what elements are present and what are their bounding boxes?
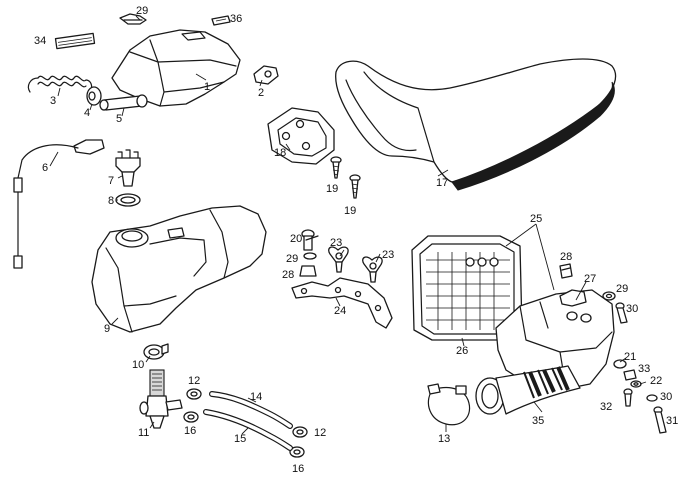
callout-28-a: 28 <box>282 269 294 281</box>
callout-5: 5 <box>116 113 122 125</box>
callout-29-a: 29 <box>286 253 298 265</box>
callout-24: 24 <box>334 305 346 317</box>
callout-33: 35 <box>532 415 544 427</box>
part-11-fuel-tap <box>139 369 183 429</box>
callout-35: 29 <box>136 5 148 17</box>
part-36-decal <box>211 15 231 26</box>
callout-16-b: 16 <box>292 463 304 475</box>
callout-30-b: 31 <box>666 415 678 427</box>
callout-19-a: 19 <box>326 183 338 195</box>
part-9-fuel-tank <box>91 205 267 333</box>
callout-16-a: 16 <box>184 425 196 437</box>
callout-30-a: 30 <box>626 303 638 315</box>
part-6-level-sensor <box>13 139 105 269</box>
part-13-hose-clamp <box>427 383 471 426</box>
callout-4: 4 <box>84 107 90 119</box>
callout-22: 22 <box>650 375 662 387</box>
part-29-washer-a <box>303 252 317 260</box>
callout-28-b: 28 <box>560 251 572 263</box>
part-2-grommet <box>253 65 279 85</box>
callout-13: 13 <box>438 433 450 445</box>
part-10-clamp <box>143 343 169 360</box>
part-29-washer-c <box>646 394 658 402</box>
callout-29-b: 29 <box>616 283 628 295</box>
part-24-support-plate <box>291 277 393 329</box>
callout-34: 34 <box>34 35 46 47</box>
part-20-bolt <box>301 229 319 251</box>
leader-lines <box>49 15 647 435</box>
callout-11: 11 <box>138 427 149 439</box>
part-18-bracket <box>267 107 335 165</box>
callout-1: 1 <box>204 81 210 93</box>
part-30-bolt-b <box>653 406 667 434</box>
part-32-nut <box>623 369 637 381</box>
part-12-clamp-a <box>186 388 202 400</box>
part-15-hose <box>203 409 293 451</box>
part-7-filler-cap <box>115 149 141 187</box>
callout-3: 3 <box>50 95 56 107</box>
callout-numbers: 29 36 34 1 2 3 4 5 6 7 8 9 10 11 12 12 1… <box>34 5 678 475</box>
callout-21: 21 <box>624 351 636 363</box>
callout-25: 25 <box>530 213 542 225</box>
callout-29-c: 30 <box>660 391 672 403</box>
callout-18: 18 <box>274 147 286 159</box>
callout-17: 17 <box>436 177 448 189</box>
callout-9: 9 <box>104 323 110 335</box>
part-26-air-filter <box>411 235 523 341</box>
part-4-bush <box>86 86 102 106</box>
part-14-hose <box>209 391 293 429</box>
callout-8: 8 <box>108 195 114 207</box>
callout-23-b: 23 <box>382 249 394 261</box>
callout-12-a: 12 <box>188 375 200 387</box>
callout-14: 14 <box>250 391 262 403</box>
callout-6: 6 <box>42 162 48 174</box>
callout-31: 32 <box>600 401 612 413</box>
part-28-clip-b <box>559 263 573 279</box>
part-12-clamp-b <box>292 426 308 438</box>
part-33-intake-duct <box>475 365 581 415</box>
callout-32: 33 <box>638 363 650 375</box>
part-22-washer <box>630 380 642 388</box>
part-30-bolt-a <box>615 302 628 324</box>
part-19-screw-a <box>330 156 342 179</box>
part-19-screw-b <box>349 174 361 199</box>
callout-36: 36 <box>230 13 242 25</box>
part-35-clip <box>119 13 147 25</box>
part-8-gasket <box>115 193 141 207</box>
part-23-wing-nut-a <box>328 246 349 273</box>
part-31-screw <box>623 388 633 407</box>
part-1-tank-cover <box>111 29 241 107</box>
callout-12-b: 12 <box>314 427 326 439</box>
callout-19-b: 19 <box>344 205 356 217</box>
callout-27: 27 <box>584 273 596 285</box>
callout-20: 20 <box>290 233 302 245</box>
part-17-seat <box>335 58 617 191</box>
part-23-wing-nut-b <box>362 256 383 283</box>
callout-23-a: 23 <box>330 237 342 249</box>
part-5-pin <box>99 94 148 111</box>
part-21-spacer <box>613 359 627 369</box>
part-3-spring <box>27 75 93 93</box>
part-16-clamp-a <box>183 411 199 423</box>
part-28-nut-a <box>299 265 317 277</box>
callout-15: 15 <box>234 433 246 445</box>
callout-2: 2 <box>258 87 264 99</box>
part-34-label <box>54 32 96 50</box>
callout-10: 10 <box>132 359 144 371</box>
part-16-clamp-b <box>289 446 305 458</box>
part-29-washer-b <box>602 291 616 301</box>
callout-7: 7 <box>108 175 114 187</box>
callout-26: 26 <box>456 345 468 357</box>
